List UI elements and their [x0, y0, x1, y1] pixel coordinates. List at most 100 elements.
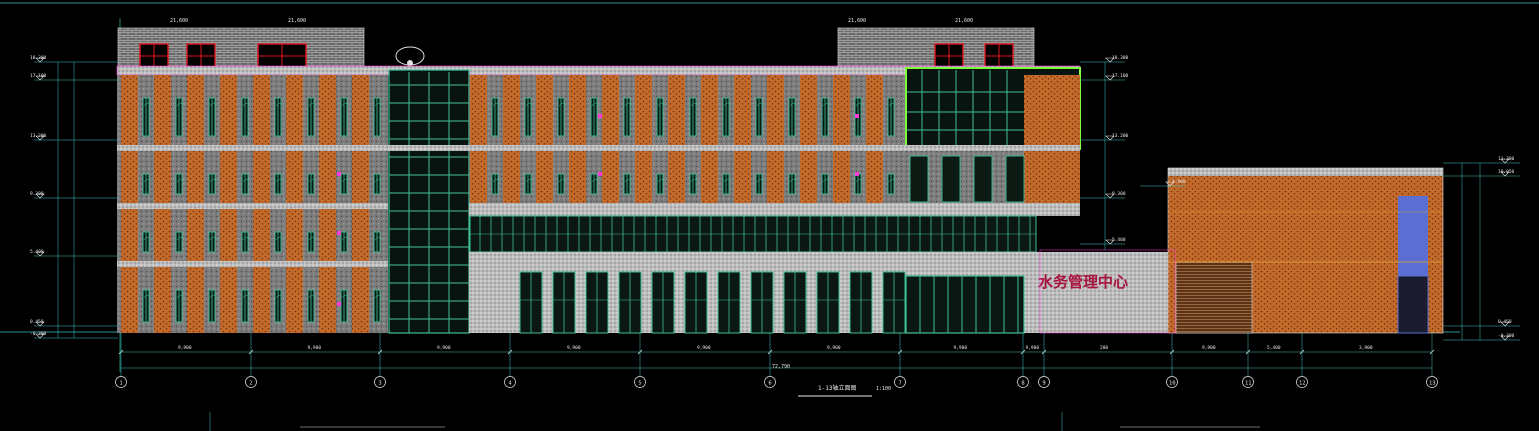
window: [656, 173, 667, 195]
right-upper-block: [906, 149, 1080, 209]
level-label: 18.300: [1112, 55, 1129, 61]
level-label: 0.450: [1498, 319, 1512, 325]
level-mark-right: 3.900: [1140, 179, 1186, 187]
level-mark-left: 9.300: [30, 191, 118, 199]
axis-label: 4: [508, 381, 512, 387]
arcade-opening: [750, 271, 774, 334]
glass-box: [905, 67, 1081, 150]
arcade-opening: [684, 271, 708, 334]
level-mark-left: -0.300: [30, 331, 118, 339]
window: [524, 173, 535, 195]
window: [788, 173, 799, 195]
ribbon-window: [469, 215, 1037, 253]
axis-bubble: 6: [764, 333, 776, 388]
marker-dot: [598, 114, 602, 118]
window: [274, 289, 285, 323]
axis-bubble: 2: [245, 333, 257, 388]
level-mark-left: 18.300: [30, 55, 118, 63]
drawing-caption: 1-13轴立面图 1:100: [798, 384, 891, 397]
bay-dimension: 9,900: [437, 345, 451, 351]
level-mark-left: 5.400: [30, 249, 118, 257]
bay-dimension: 9,900: [954, 345, 968, 351]
axis-bubble: 12: [1296, 333, 1308, 388]
axis-label: 5: [638, 381, 641, 387]
brick-pier: [767, 75, 784, 203]
level-label: 13.200: [30, 133, 47, 139]
window: [142, 173, 153, 195]
caption-title: 1-13轴立面图: [818, 384, 856, 392]
window: [689, 173, 700, 195]
brick-pier: [734, 75, 751, 203]
bay-dimension: 9,900: [178, 345, 192, 351]
marker-dot: [337, 231, 341, 235]
window: [175, 173, 186, 195]
window: [887, 173, 898, 195]
axis-label: 3: [378, 381, 381, 387]
brick-pier: [866, 75, 883, 203]
window: [340, 173, 351, 195]
window: [175, 97, 186, 137]
annex-building: [1167, 167, 1444, 334]
level-label: 10.050: [1498, 169, 1515, 175]
marker-dot: [598, 172, 602, 176]
window: [175, 231, 186, 253]
window: [208, 97, 219, 137]
arcade-opening: [585, 271, 609, 334]
window: [755, 173, 766, 195]
level-mark-right: 18.300: [1080, 55, 1129, 63]
level-label: 5.400: [30, 249, 44, 255]
marker-dot: [337, 302, 341, 306]
window: [590, 173, 601, 195]
bay-dimension: 9,900: [308, 345, 322, 351]
window: [788, 97, 799, 137]
marker-dot: [337, 172, 341, 176]
window: [821, 173, 832, 195]
main-block-mid: [337, 75, 906, 306]
axis-label: 12: [1299, 381, 1306, 387]
arcade-opening: [552, 271, 576, 334]
axis-label: 2: [249, 381, 252, 387]
window: [373, 231, 384, 253]
brick-pier: [800, 75, 817, 203]
window: [689, 97, 700, 137]
window: [755, 97, 766, 137]
window: [307, 231, 318, 253]
bay-dimension: 9,900: [827, 345, 841, 351]
next-drawing-hint: [209, 412, 1260, 431]
window: [491, 173, 502, 195]
axis-bubble: 10: [1166, 333, 1178, 388]
level-mark-annex: 11.300: [1443, 156, 1520, 164]
bay-dimension: 9,900: [1202, 345, 1216, 351]
level-mark-left: 0.450: [30, 319, 118, 327]
window: [274, 231, 285, 253]
level-label: 3.900: [1172, 179, 1186, 185]
level-label: -0.300: [30, 331, 47, 337]
building-signage: 水务管理中心: [1038, 273, 1128, 291]
axis-bubble: 11: [1242, 333, 1254, 388]
axis-label: 13: [1429, 381, 1436, 387]
arcade-opening: [519, 271, 543, 334]
entrance-glass: [905, 275, 1025, 334]
axis-label: 8: [1021, 381, 1024, 387]
brick-pier: [635, 75, 652, 203]
roof-dims: 21,600 21,600 21,600 21,600: [170, 18, 973, 24]
axis-bubble: 5: [634, 333, 646, 388]
arcade-opening: [783, 271, 807, 334]
brick-pier: [833, 75, 850, 203]
window: [208, 173, 219, 195]
window: [373, 289, 384, 323]
window: [175, 289, 186, 323]
window: [208, 231, 219, 253]
window: [241, 289, 252, 323]
brick-pier: [503, 75, 520, 203]
window: [722, 97, 733, 137]
bay-dimension: 280: [1100, 345, 1108, 351]
brick-pier: [668, 75, 685, 203]
window: [373, 173, 384, 195]
bay-dimension: 9,900: [1026, 345, 1040, 351]
brick-pier: [569, 75, 586, 203]
window: [142, 97, 153, 137]
